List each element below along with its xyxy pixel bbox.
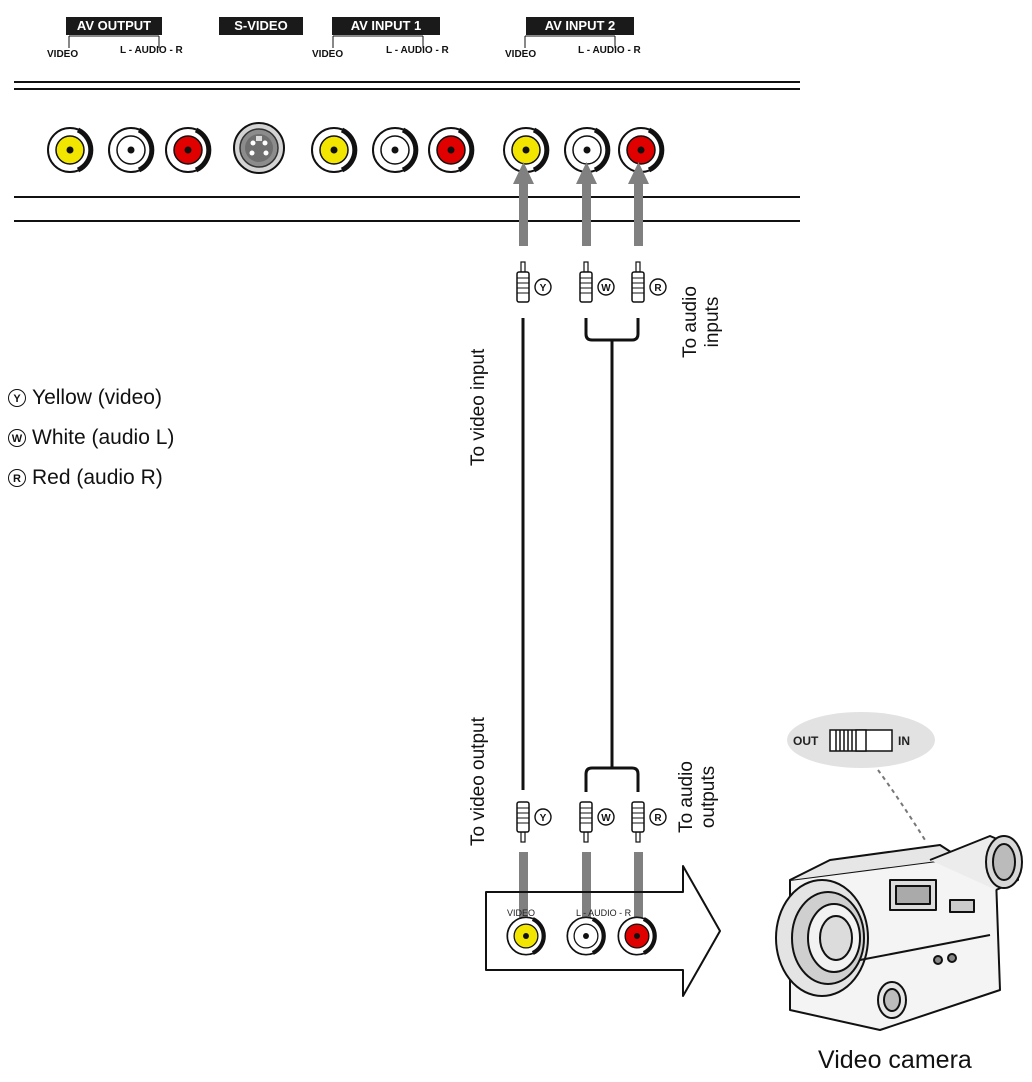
av-output-video-jack (47, 127, 94, 173)
cables (521, 318, 640, 792)
legend-red: R Red (audio R) (8, 466, 163, 490)
output-plug-white-badge: W (601, 813, 611, 824)
to-audio-outputs-label: To audio outputs (676, 742, 720, 852)
av-input-1-audio-l-jack (372, 127, 419, 173)
av-input-2-video-label: VIDEO (505, 49, 537, 60)
switch-in-label: IN (898, 734, 910, 748)
camera-audio-jack-label: L - AUDIO - R (576, 908, 632, 918)
camera-audio-l-jack (566, 916, 606, 956)
av-input-2-audio-r-jack (618, 127, 665, 173)
label-ticks (68, 35, 616, 48)
white-badge-icon: W (8, 429, 26, 447)
input-plug-red: R (631, 261, 667, 303)
av-output-audio-label: L - AUDIO - R (120, 45, 183, 56)
input-plug-white-badge: W (601, 283, 611, 294)
legend-white: W White (audio L) (8, 426, 174, 450)
to-audio-inputs-line-2: inputs (702, 296, 723, 348)
av-input-2-label: AV INPUT 2 (526, 17, 634, 35)
to-video-output-label: To video output (468, 717, 489, 846)
switch-out-label: OUT (793, 734, 819, 748)
input-arrows (513, 162, 649, 246)
red-badge-icon: R (8, 469, 26, 487)
rca-plugs: Y W R Y W R (516, 261, 667, 843)
camera-audio-r-jack (617, 916, 657, 956)
output-plug-white: W (579, 801, 615, 843)
input-plug-red-badge: R (654, 283, 662, 294)
to-audio-inputs-line-1: To audio (680, 286, 701, 358)
output-plug-yellow: Y (516, 801, 552, 843)
output-plug-red: R (631, 801, 667, 843)
input-plug-yellow: Y (516, 261, 552, 303)
av-output-video-label: VIDEO (47, 49, 79, 60)
input-plug-yellow-badge: Y (540, 283, 547, 294)
to-video-input-label: To video input (468, 348, 489, 466)
av-input-1-audio-label: L - AUDIO - R (386, 45, 449, 56)
to-audio-outputs-line-2: outputs (698, 765, 719, 829)
av-input-2-video-jack (503, 127, 550, 173)
output-plug-red-badge: R (654, 813, 662, 824)
output-plug-yellow-badge: Y (540, 813, 547, 824)
av-input-1-label: AV INPUT 1 (332, 17, 440, 35)
av-output-label: AV OUTPUT (66, 17, 162, 35)
yellow-badge-icon: Y (8, 389, 26, 407)
camera-video-jack (506, 916, 546, 956)
legend-yellow: Y Yellow (video) (8, 386, 162, 410)
to-audio-inputs-label: To audio inputs (680, 262, 724, 382)
av-input-1-audio-r-jack (428, 127, 475, 173)
camera-video-jack-label: VIDEO (507, 908, 536, 918)
input-plug-white: W (579, 261, 615, 303)
legend-white-text: White (audio L) (32, 426, 175, 449)
panel-jacks (47, 127, 665, 173)
av-input-2-audio-l-jack (564, 127, 611, 173)
camera-jack-panel (485, 865, 721, 997)
av-output-audio-r-jack (165, 127, 212, 173)
camera-jacks (506, 916, 657, 956)
to-audio-outputs-line-1: To audio (676, 761, 697, 833)
av-output-audio-l-jack (108, 127, 155, 173)
s-video-label: S-VIDEO (219, 17, 303, 35)
video-camera-caption: Video camera (818, 1046, 972, 1074)
s-video-jack (233, 122, 285, 174)
av-input-2-audio-label: L - AUDIO - R (578, 45, 641, 56)
legend-yellow-text: Yellow (video) (32, 386, 162, 409)
av-input-1-video-label: VIDEO (312, 49, 344, 60)
legend-red-text: Red (audio R) (32, 466, 163, 489)
av-input-1-video-jack (311, 127, 358, 173)
video-camera-illustration (775, 835, 1023, 1031)
switch-bubble (787, 712, 935, 841)
